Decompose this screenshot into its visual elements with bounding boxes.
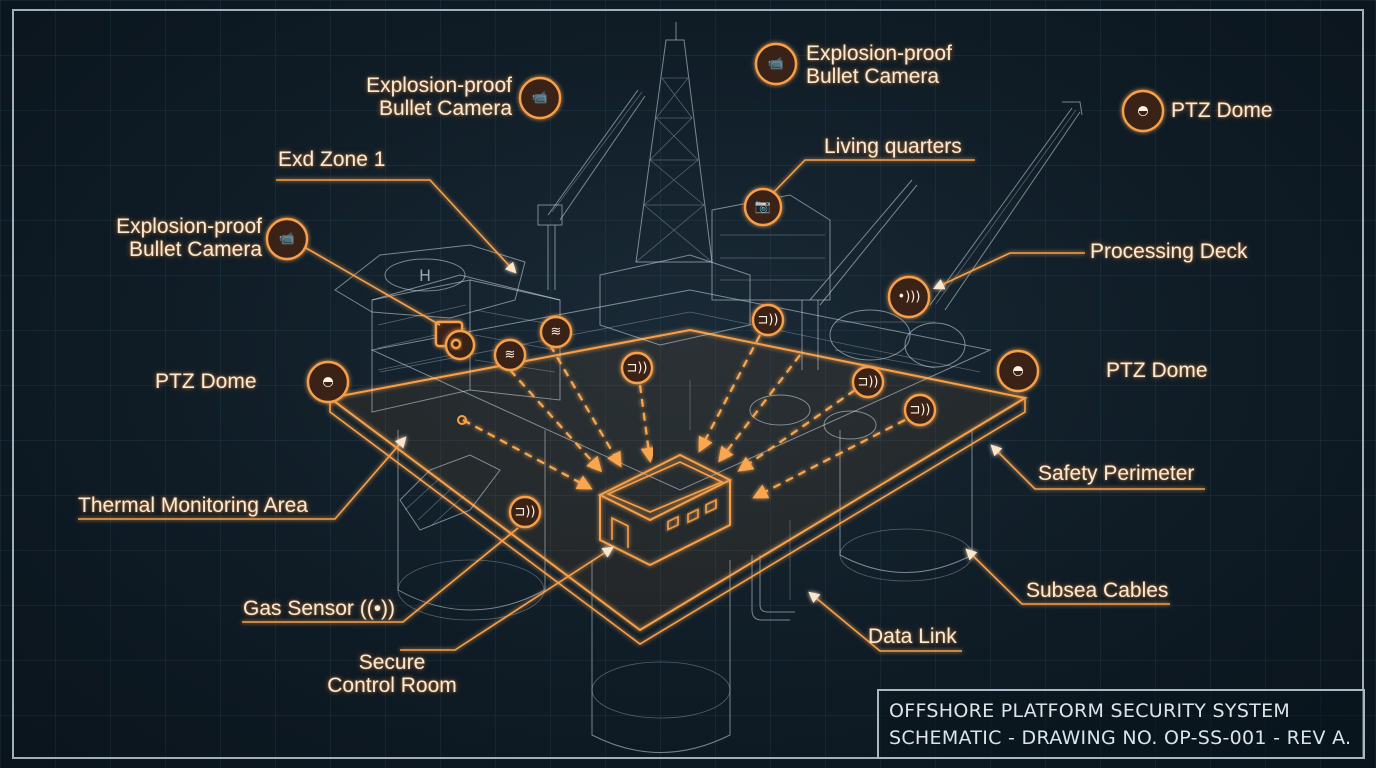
svg-text:📷: 📷 (755, 200, 771, 215)
label-line1: Explosion-proof (116, 215, 262, 238)
bullet-camera-icon-top-right: 📹 (754, 42, 798, 86)
svg-text:◓: ◓ (1012, 364, 1023, 379)
label-ptz-dome-left: PTZ Dome (155, 370, 257, 393)
label-bullet-camera-top-left: Explosion-proof Bullet Camera (338, 74, 512, 120)
title-line-2: SCHEMATIC - DRAWING NO. OP-SS-001 - REV … (889, 727, 1352, 749)
callout-badges: 📹 📹 📹 ◓ ◓ ◓ 📷 •))) (265, 42, 1165, 404)
svg-text:•))): •))) (898, 290, 921, 305)
label-line1: Secure (358, 651, 426, 674)
crane-right (929, 101, 1083, 311)
label-gas-sensor: Gas Sensor ((•)) (243, 597, 396, 620)
label-line2: Control Room (327, 674, 457, 697)
label-line1: Explosion-proof (366, 74, 512, 97)
svg-text:⊐)): ⊐)) (626, 361, 647, 376)
column-front (591, 560, 731, 753)
title-line-1: OFFSHORE PLATFORM SECURITY SYSTEM (889, 700, 1291, 722)
wireless-sensor-3: ⊐)) (851, 365, 885, 399)
wireless-sensor-5: ⊐)) (508, 495, 542, 529)
crane-center (801, 179, 918, 370)
label-living-quarters: Living quarters (824, 135, 962, 158)
label-line1: Explosion-proof (806, 42, 952, 65)
ptz-dome-icon-right: ◓ (996, 349, 1040, 393)
label-line2: Bullet Camera (806, 65, 940, 88)
label-bullet-camera-left: Explosion-proof Bullet Camera (90, 215, 262, 261)
bullet-camera-icon-top-left: 📹 (518, 76, 562, 120)
label-line2: Bullet Camera (128, 238, 262, 261)
label-ptz-dome-top-right: PTZ Dome (1171, 99, 1273, 122)
label-bullet-camera-top-right: Explosion-proof Bullet Camera (806, 42, 952, 88)
secure-control-room (597, 453, 733, 567)
ptz-dome-icon-left: ◓ (306, 360, 350, 404)
drawing-frame (12, 9, 1364, 759)
wireless-sensor-icon-processing: •))) (887, 275, 931, 319)
helideck: H (334, 244, 526, 319)
processing-tanks (749, 309, 966, 440)
support-columns (397, 380, 973, 753)
svg-text:⊐)): ⊐)) (857, 375, 878, 390)
heat-wave-sensor-2: ≋ (539, 315, 573, 349)
svg-text:⊐)): ⊐)) (514, 505, 535, 520)
svg-text:📹: 📹 (279, 232, 295, 247)
label-line2: Bullet Camera (378, 97, 512, 120)
bullet-camera-icon-left: 📹 (265, 217, 309, 261)
svg-text:📹: 📹 (768, 57, 784, 72)
thermal-burner-boom (399, 454, 501, 531)
crane-left (537, 89, 646, 290)
svg-text:⊐)): ⊐)) (757, 313, 778, 328)
heat-wave-sensor-1: ≋ (493, 338, 527, 372)
label-subsea-cables: Subsea Cables (1026, 579, 1169, 602)
thermal-camera-sensor (434, 320, 476, 361)
wireless-sensor-2: ⊐)) (751, 303, 785, 337)
sensor-badges: ≋ ≋ ⊐)) ⊐)) ⊐)) ⊐)) ⊐)) (434, 303, 937, 529)
svg-text:◓: ◓ (1137, 104, 1148, 119)
svg-text:📹: 📹 (532, 91, 548, 106)
camera-icon-living-quarters: 📷 (743, 187, 783, 227)
label-exd-zone: Exd Zone 1 (278, 148, 386, 171)
safety-perimeter-deck (327, 328, 1028, 645)
svg-text:◓: ◓ (322, 375, 333, 390)
column-left (397, 430, 546, 621)
label-safety-perimeter: Safety Perimeter (1038, 462, 1195, 485)
drilling-derrick (635, 22, 713, 263)
label-ptz-dome-right: PTZ Dome (1106, 359, 1208, 382)
ptz-dome-icon-top-right: ◓ (1121, 89, 1165, 133)
label-thermal-monitoring: Thermal Monitoring Area (78, 494, 308, 517)
subsea-cable-risers (751, 520, 795, 621)
wireless-sensor-1: ⊐)) (620, 351, 654, 385)
label-data-link: Data Link (868, 625, 957, 648)
label-processing-deck: Processing Deck (1090, 240, 1248, 263)
svg-text:H: H (419, 266, 431, 285)
wireless-sensor-4: ⊐)) (903, 393, 937, 427)
thermal-probe-marker (457, 415, 467, 425)
label-secure-control-room: Secure Control Room (322, 651, 462, 697)
svg-text:⊐)): ⊐)) (909, 403, 930, 418)
sensor-data-lines (462, 320, 906, 499)
svg-text:≋: ≋ (505, 348, 516, 363)
title-block: OFFSHORE PLATFORM SECURITY SYSTEM SCHEMA… (877, 689, 1365, 759)
svg-text:≋: ≋ (551, 325, 562, 340)
leader-lines (78, 58, 1205, 699)
